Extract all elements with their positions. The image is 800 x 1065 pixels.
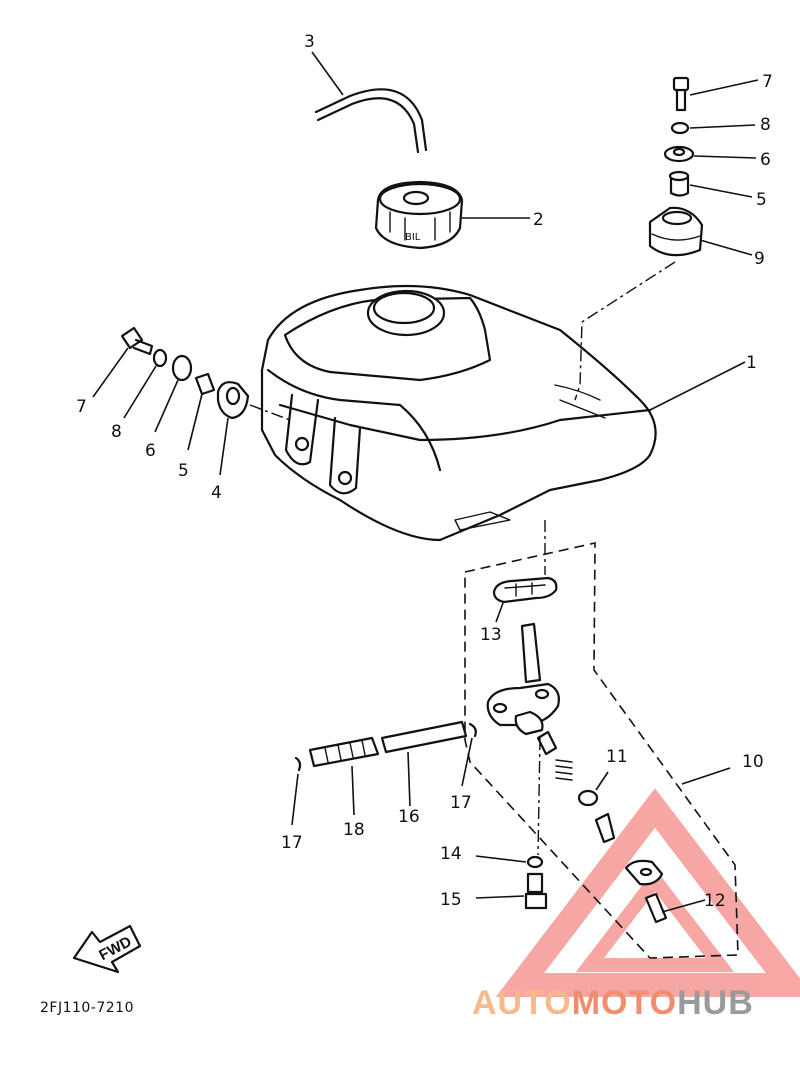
- right-mount-stack: [574, 76, 759, 401]
- callout-8-left: 8: [111, 422, 122, 442]
- watermark-triangle: [495, 788, 800, 997]
- fuel-tank: [260, 284, 746, 542]
- callout-2: 2: [533, 210, 544, 230]
- forward-arrow: FWD: [72, 924, 142, 974]
- breather-hose: [311, 51, 428, 154]
- callout-labels: 1 2 3 4 5 5 6 6 7 7 8 8 9 10 11 12 13 14…: [76, 32, 773, 911]
- watermark-auto: AUTO: [472, 984, 572, 1022]
- callout-8-right: 8: [760, 115, 771, 135]
- svg-text:BIL: BIL: [405, 232, 421, 243]
- watermark-hub: HUB: [677, 984, 754, 1022]
- callout-5-left: 5: [178, 461, 189, 481]
- petcock-assembly: [464, 520, 739, 959]
- callout-13: 13: [480, 625, 502, 645]
- watermark-moto: MOTO: [572, 984, 677, 1022]
- callout-12: 12: [704, 891, 726, 911]
- callout-1: 1: [746, 353, 757, 373]
- left-mount-stack: [92, 326, 291, 476]
- fuel-cap: BIL: [374, 180, 530, 250]
- callout-9: 9: [754, 249, 765, 269]
- callout-5-right: 5: [756, 190, 767, 210]
- callout-3: 3: [304, 32, 315, 52]
- callout-7-right: 7: [762, 72, 773, 92]
- callout-16: 16: [398, 807, 420, 827]
- watermark-text: AUTOMOTOHUB: [472, 984, 754, 1022]
- callout-10: 10: [742, 752, 764, 772]
- reference-code: 2FJ110-7210: [40, 1000, 134, 1016]
- callout-6-left: 6: [145, 441, 156, 461]
- callout-17-left: 17: [281, 833, 303, 853]
- callout-18: 18: [343, 820, 365, 840]
- callout-11: 11: [606, 747, 628, 767]
- callout-15: 15: [440, 890, 462, 910]
- callout-14: 14: [440, 844, 462, 864]
- callout-17-right: 17: [450, 793, 472, 813]
- callout-4: 4: [211, 483, 222, 503]
- callout-7-left: 7: [76, 397, 87, 417]
- callout-6-right: 6: [760, 150, 771, 170]
- fuel-hose-and-filter: [291, 720, 477, 826]
